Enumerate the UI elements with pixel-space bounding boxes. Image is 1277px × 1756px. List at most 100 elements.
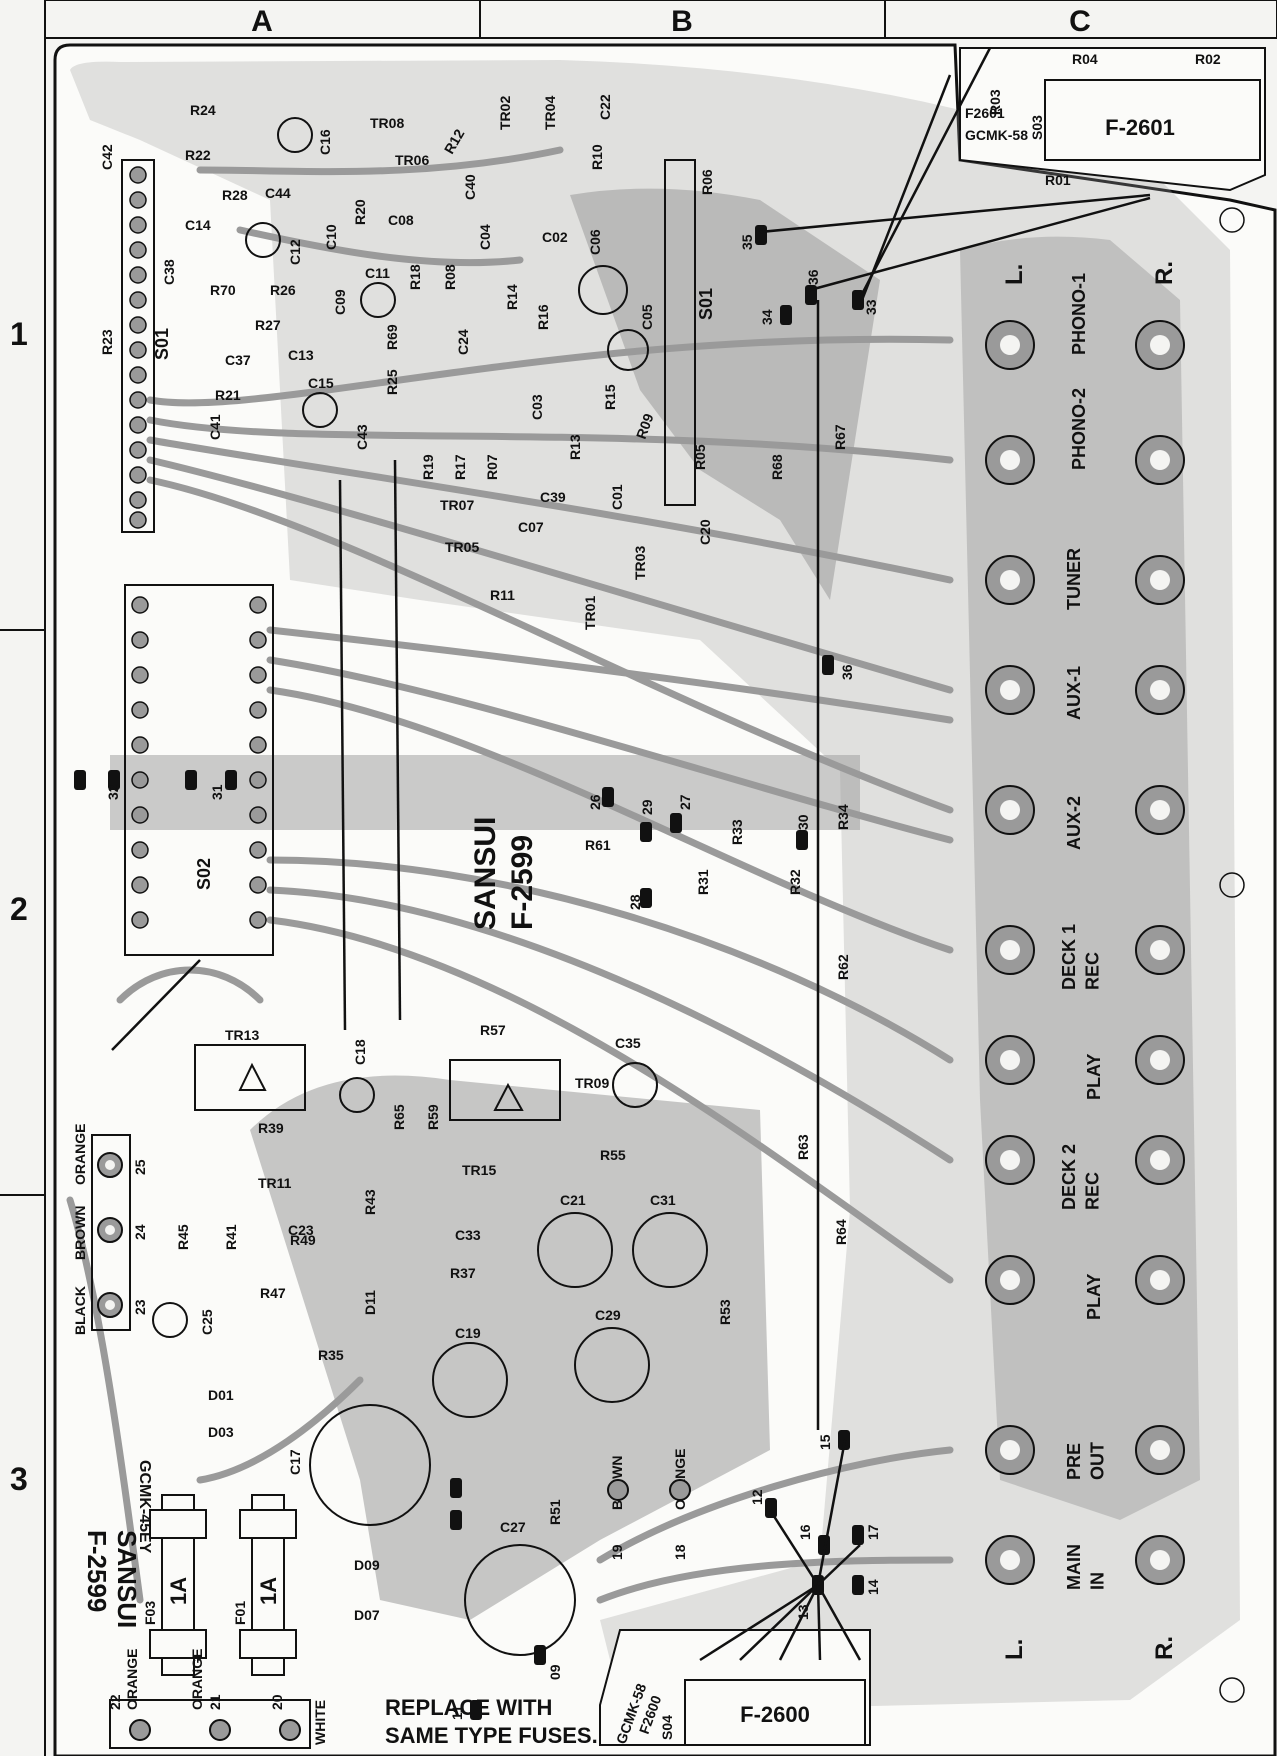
corner-code: GCMK-45EY xyxy=(136,1460,153,1554)
ac-terminal-strip: 22 ORANGE 21 ORANGE 20 WHITE xyxy=(107,1649,328,1749)
label-r25: R25 xyxy=(384,369,400,395)
sub-board-f2601-code: F2601 xyxy=(965,105,1005,121)
capacitor-c29 xyxy=(574,1327,650,1403)
label-r11: R11 xyxy=(490,587,515,603)
label-c42: C42 xyxy=(99,144,115,170)
label-r08: R08 xyxy=(442,264,458,290)
label-r03: R03 xyxy=(987,89,1003,115)
label-r20: R20 xyxy=(352,199,368,225)
label-c07: C07 xyxy=(518,519,544,535)
socket-s02-label: S02 xyxy=(194,858,214,890)
terminal-12: 12 xyxy=(749,1489,765,1505)
jack-row xyxy=(985,785,1185,835)
jack-columns xyxy=(985,320,1185,1585)
label-tr15: TR15 xyxy=(462,1162,496,1178)
label-r13: R13 xyxy=(567,434,583,460)
terminal-26: 26 xyxy=(587,794,603,810)
label-c33: C33 xyxy=(455,1227,481,1243)
jack-row xyxy=(985,1255,1185,1305)
grid-column-a: A xyxy=(251,5,273,38)
label-c03: C03 xyxy=(529,394,545,420)
label-tr08: TR08 xyxy=(370,115,404,131)
capacitor-c16 xyxy=(277,117,313,153)
component-labels: R24 R22 R28 R26 R27 R21 R23 R70 R20 R18 … xyxy=(99,51,1221,1623)
label-r55: R55 xyxy=(600,1147,626,1163)
terminal-36: 36 xyxy=(805,269,821,285)
label-r21: R21 xyxy=(215,387,241,403)
label-r68: R68 xyxy=(769,454,785,480)
label-r27: R27 xyxy=(255,317,281,333)
label-c27: C27 xyxy=(500,1519,526,1535)
label-tr13: TR13 xyxy=(225,1027,259,1043)
terminal-23: 23 xyxy=(132,1299,148,1315)
label-tr07: TR07 xyxy=(440,497,474,513)
terminal-25: 25 xyxy=(132,1159,148,1175)
fuse-note-line1: REPLACE WITH xyxy=(385,1695,552,1720)
terminal-27: 27 xyxy=(677,794,693,810)
label-tr09: TR09 xyxy=(575,1075,609,1091)
label-r37: R37 xyxy=(450,1265,476,1281)
input-label-phono-2: PHONO-2 xyxy=(1069,388,1089,470)
sub-board-f2601-gcmk: GCMK-58 xyxy=(965,127,1028,143)
capacitor-c27 xyxy=(464,1544,576,1656)
jumper-wires xyxy=(111,47,1151,1662)
label-c08: C08 xyxy=(388,212,414,228)
label-r41: R41 xyxy=(223,1224,239,1250)
label-r17: R17 xyxy=(452,454,468,480)
label-r33: R33 xyxy=(729,819,745,845)
grid-column-c: C xyxy=(1069,5,1091,38)
sub-board-f2600: F-2600 F2600 GCMK-58 S04 xyxy=(599,1629,871,1746)
label-c15: C15 xyxy=(308,375,334,391)
label-r06: R06 xyxy=(699,169,715,195)
label-c31: C31 xyxy=(650,1192,676,1208)
label-r19: R19 xyxy=(420,454,436,480)
label-d03: D03 xyxy=(208,1424,234,1440)
transistor-tr13 xyxy=(238,1062,267,1091)
capacitor-c11 xyxy=(360,282,396,318)
label-c35: C35 xyxy=(615,1035,641,1051)
channel-mark-left: L. xyxy=(1001,264,1028,285)
terminal-16: 16 xyxy=(797,1524,813,1540)
label-c18: C18 xyxy=(352,1039,368,1065)
label-d11: D11 xyxy=(362,1290,378,1315)
terminal-20: 20 xyxy=(269,1694,285,1710)
grid-row-3: 3 xyxy=(10,1461,28,1497)
label-r32: R32 xyxy=(787,869,803,895)
label-c16: C16 xyxy=(317,129,333,155)
label-r10: R10 xyxy=(589,144,605,170)
fuse-f03: 1A F03 xyxy=(142,1494,207,1676)
label-tr11: TR11 xyxy=(258,1175,292,1191)
jack-row xyxy=(985,435,1185,485)
capacitor-c31 xyxy=(632,1212,708,1288)
input-label-tuner: TUNER xyxy=(1064,548,1084,610)
jack-row xyxy=(985,555,1185,605)
jack-row xyxy=(985,1535,1185,1585)
capacitor-c06 xyxy=(578,265,628,315)
label-c11: C11 xyxy=(365,265,390,281)
label-c25: C25 xyxy=(199,1309,215,1335)
input-label-deck2-play: PLAY xyxy=(1084,1274,1104,1320)
label-c24: C24 xyxy=(455,329,471,355)
label-tr06: TR06 xyxy=(395,152,429,168)
label-r62: R62 xyxy=(835,954,851,980)
label-r31: R31 xyxy=(695,869,711,895)
input-label-phono-1: PHONO-1 xyxy=(1069,273,1089,355)
terminal-22: 22 xyxy=(107,1694,123,1710)
label-r59: R59 xyxy=(425,1104,441,1130)
label-r22: R22 xyxy=(185,147,211,163)
label-r26: R26 xyxy=(270,282,296,298)
label-r70: R70 xyxy=(210,282,236,298)
label-c21: C21 xyxy=(560,1192,586,1208)
label-d01: D01 xyxy=(208,1387,234,1403)
label-r67: R67 xyxy=(832,424,848,450)
capacitor-c19 xyxy=(432,1342,508,1418)
grid-row-1: 1 xyxy=(10,316,28,352)
grid-column-b: B xyxy=(671,5,693,38)
label-c41: C41 xyxy=(207,414,223,440)
label-r07: R07 xyxy=(484,454,500,480)
wire-white-20: WHITE xyxy=(312,1700,328,1745)
label-c09: C09 xyxy=(332,289,348,315)
